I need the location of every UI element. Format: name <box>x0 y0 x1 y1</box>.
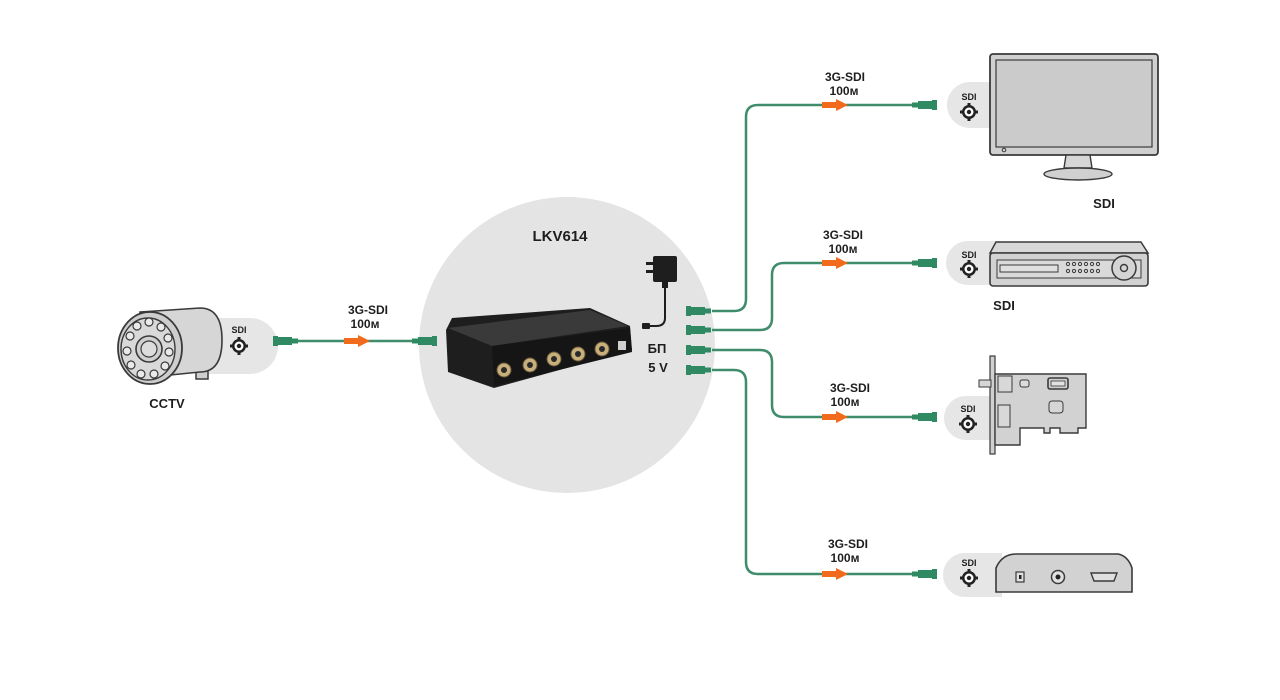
connector-icon <box>912 258 937 268</box>
output-device-capture-card: SDI <box>944 355 1087 455</box>
output-cable-4: 3G-SDI 100м <box>686 365 937 580</box>
output-device-monitor: SDI SDI <box>947 53 1159 211</box>
port-bubble <box>947 82 1000 128</box>
output-cable-3: 3G-SDI 100м <box>686 345 937 423</box>
cable-type-label: 3G-SDI <box>823 228 863 242</box>
output-device-converter-box: SDI <box>943 553 1133 597</box>
device-caption: SDI <box>1093 196 1115 211</box>
output-device-dvr: SDI SDI <box>946 241 1150 313</box>
cable-type-label: 3G-SDI <box>348 303 388 317</box>
port-label: SDI <box>960 404 975 414</box>
cable-distance-label: 100м <box>831 551 860 565</box>
cable-distance-label: 100м <box>830 84 859 98</box>
port-label: SDI <box>961 92 976 102</box>
signal-arrow-icon <box>822 568 848 580</box>
converter-box-icon <box>995 553 1133 593</box>
voltage-label: 5 V <box>648 360 668 375</box>
connector-icon <box>912 412 937 422</box>
cable-distance-label: 100м <box>829 242 858 256</box>
power-label: БП <box>648 341 667 356</box>
capture-card-icon <box>978 355 1087 455</box>
signal-arrow-icon <box>822 257 848 269</box>
connector-icon <box>912 100 937 110</box>
cable-distance-label: 100м <box>351 317 380 331</box>
monitor-icon <box>989 53 1159 181</box>
cctv-camera-icon <box>117 307 223 385</box>
power-adapter-icon <box>642 256 677 329</box>
connector-icon <box>912 569 937 579</box>
cable-distance-label: 100м <box>831 395 860 409</box>
cable-type-label: 3G-SDI <box>825 70 865 84</box>
output-cable-2: 3G-SDI 100м <box>686 228 937 335</box>
port-bubble <box>946 241 1000 285</box>
input-cable: 3G-SDI 100м <box>273 303 437 347</box>
output-cable-1: 3G-SDI 100м <box>686 70 937 316</box>
connector-icon <box>273 336 298 346</box>
device-caption: SDI <box>993 298 1015 313</box>
cable-type-label: 3G-SDI <box>828 537 868 551</box>
sdi-splitter-box-icon <box>446 308 632 388</box>
source-cctv: SDI CCTV <box>117 307 278 411</box>
cable-type-label: 3G-SDI <box>830 381 870 395</box>
hub-title: LKV614 <box>532 228 588 245</box>
port-label: SDI <box>231 325 246 335</box>
port-label: SDI <box>961 250 976 260</box>
source-caption: CCTV <box>149 396 185 411</box>
signal-arrow-icon <box>822 411 848 423</box>
connector-icon <box>412 336 437 346</box>
port-label: SDI <box>961 558 976 568</box>
signal-arrow-icon <box>822 99 848 111</box>
dvr-recorder-icon <box>988 241 1150 287</box>
signal-arrow-icon <box>344 335 370 347</box>
